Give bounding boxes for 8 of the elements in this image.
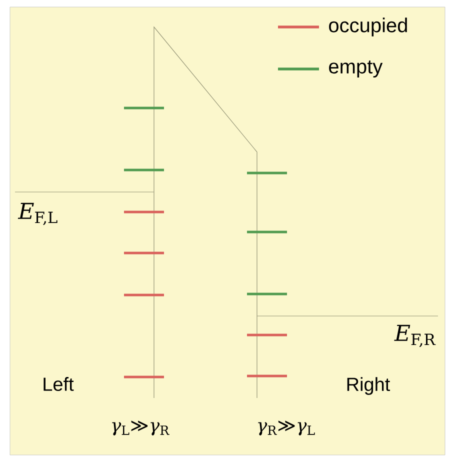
side-label: Right xyxy=(347,377,390,395)
side-label: Left xyxy=(44,377,74,391)
coupling-label: γ$_{R}$≫γ$_{L}$ xyxy=(258,420,315,436)
legend-label: empty xyxy=(329,60,383,78)
legend-label: occupied xyxy=(329,18,407,36)
coupling-label: γ$_{L}$≫γ$_{R}$ xyxy=(112,420,170,436)
fermi-level-label: E$_{F,L}$ xyxy=(18,202,58,226)
fermi-level-label: E$_{F,R}$ xyxy=(394,324,436,348)
